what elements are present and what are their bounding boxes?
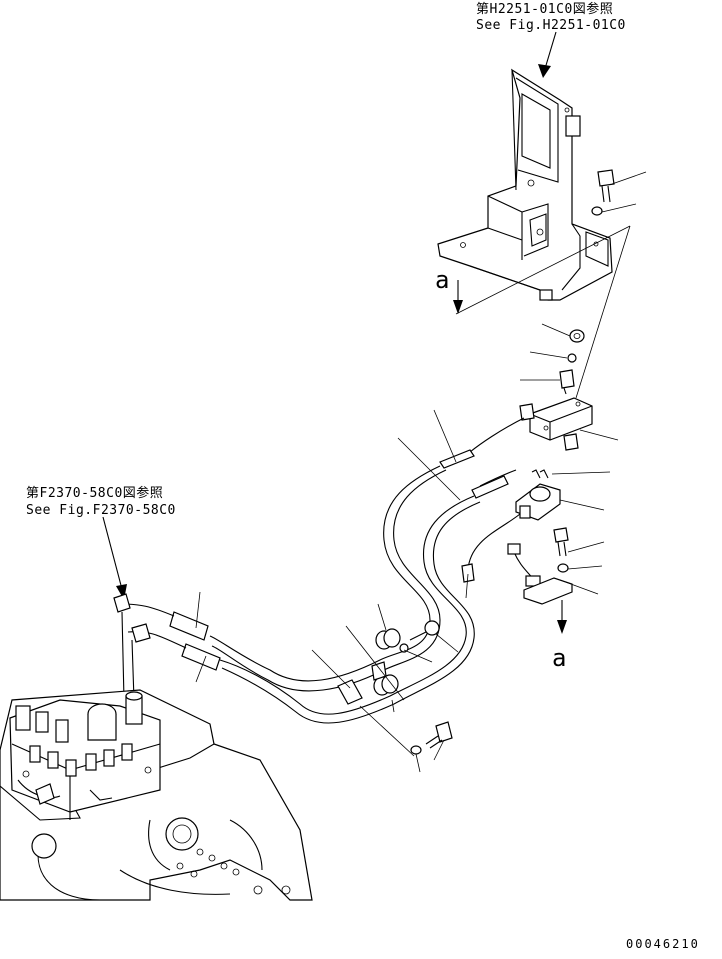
leader-clamp3	[311, 649, 351, 689]
leader-valve	[579, 429, 619, 441]
hose-lower	[219, 469, 517, 724]
ref-top-line2: See Fig.H2251-01C0	[476, 18, 626, 33]
leader-bolt	[611, 171, 647, 185]
leader-hose3	[195, 591, 201, 629]
view-mark-upper: a	[435, 266, 449, 294]
bolt-top-right	[591, 169, 615, 216]
ref-top-arrow	[538, 31, 557, 78]
view-a-lower	[557, 600, 567, 634]
leader-hose4	[195, 655, 207, 683]
leader-bolt3	[435, 633, 459, 653]
leader-clip	[551, 471, 611, 475]
bolt-lower-middle	[410, 721, 453, 755]
leader-plate	[559, 579, 599, 595]
leader-bolt4	[433, 739, 445, 761]
leader-oring	[529, 351, 568, 359]
leader-bracket	[455, 225, 631, 315]
transmission-valve-assembly	[9, 691, 161, 813]
bolt-lower-right	[553, 527, 569, 573]
leader-hose1	[397, 437, 461, 501]
leader-long-right	[575, 225, 631, 399]
view-mark-lower: a	[552, 644, 566, 672]
leader-clamp4	[391, 699, 395, 713]
leader-bolt2	[567, 541, 605, 553]
ref-left-line2: See Fig.F2370-58C0	[26, 503, 176, 518]
solenoid-valve	[515, 469, 561, 521]
drawing-number: 00046210	[626, 937, 700, 951]
fitting-nut	[569, 329, 585, 343]
leader-clamp1	[377, 603, 387, 631]
leader-solenoid	[559, 499, 605, 511]
leader-clamp2	[345, 625, 405, 701]
leader-washer2	[567, 565, 603, 570]
hose-fittings-left	[113, 593, 221, 701]
leader-washer3	[403, 649, 433, 663]
leader-washer4	[415, 753, 421, 773]
leader-nut	[541, 323, 571, 337]
fitting-oring	[567, 353, 577, 363]
ref-left-line1: 第F2370-58C0図参照	[26, 485, 163, 501]
hose-upper	[209, 417, 525, 692]
upper-bracket	[437, 68, 613, 301]
view-a-upper	[453, 280, 463, 314]
clamp-assembly	[337, 620, 440, 705]
ref-top-line1: 第H2251-01C0図参照	[476, 1, 613, 17]
wire-harness	[461, 513, 573, 605]
leader-hose2	[433, 409, 457, 463]
leader-hose5	[465, 573, 469, 599]
leader-long-lower	[359, 705, 415, 757]
fitting-elbow	[559, 369, 575, 395]
ref-left-arrow	[102, 516, 127, 600]
leader-washer	[601, 203, 637, 213]
valve-block	[519, 397, 593, 451]
